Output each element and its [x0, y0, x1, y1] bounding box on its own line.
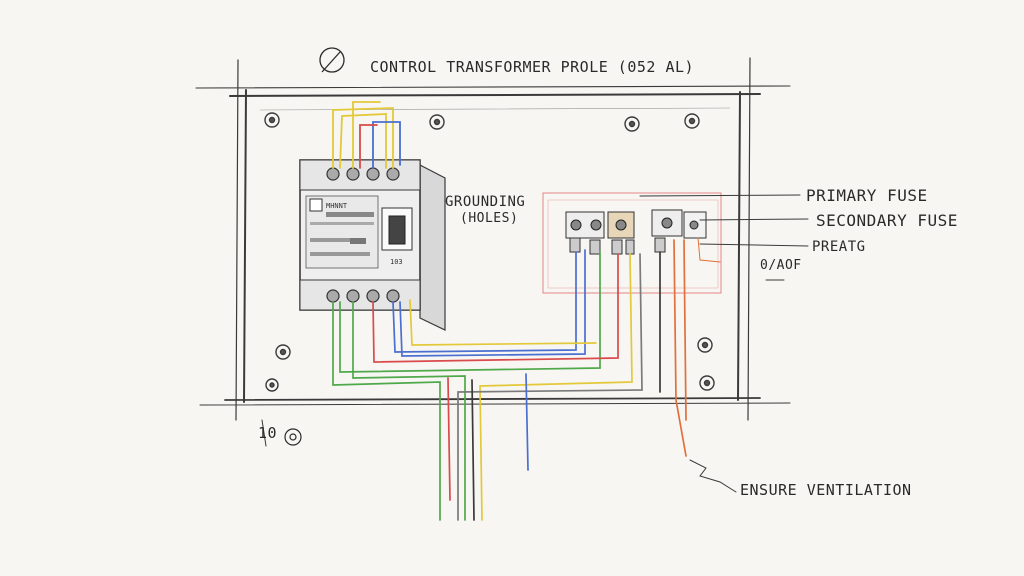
fuse-block [542, 192, 722, 294]
annotation-leaders [261, 194, 809, 493]
breaker-code: 103 [390, 258, 403, 266]
corner-mark-label: 10 [258, 424, 278, 442]
circuit-breaker: MHNNT 103 [299, 159, 446, 331]
breaker-input-wires [332, 101, 401, 169]
grounding-label-line1: GROUNDING [445, 194, 526, 210]
wire-runs [332, 237, 721, 521]
breaker-brand: MHNNT [326, 202, 348, 210]
secondary-fuse-label: SECONDARY FUSE [816, 211, 958, 230]
enclosure-panel [195, 57, 791, 421]
mounting-holes [264, 112, 715, 392]
title-mark-icon [319, 47, 345, 73]
primary-fuse-label: PRIMARY FUSE [806, 186, 928, 205]
ensure-ventilation-label: ENSURE VENTILATION [740, 481, 912, 499]
grounding-label-line2: (HOLES) [460, 211, 519, 226]
corner-mark-icon [284, 428, 302, 446]
side-note-label: 0/AOF [760, 258, 802, 273]
diagram-title: CONTROL TRANSFORMER PROLE (052 AL) [370, 58, 695, 76]
preatg-label: PREATG [812, 239, 866, 255]
